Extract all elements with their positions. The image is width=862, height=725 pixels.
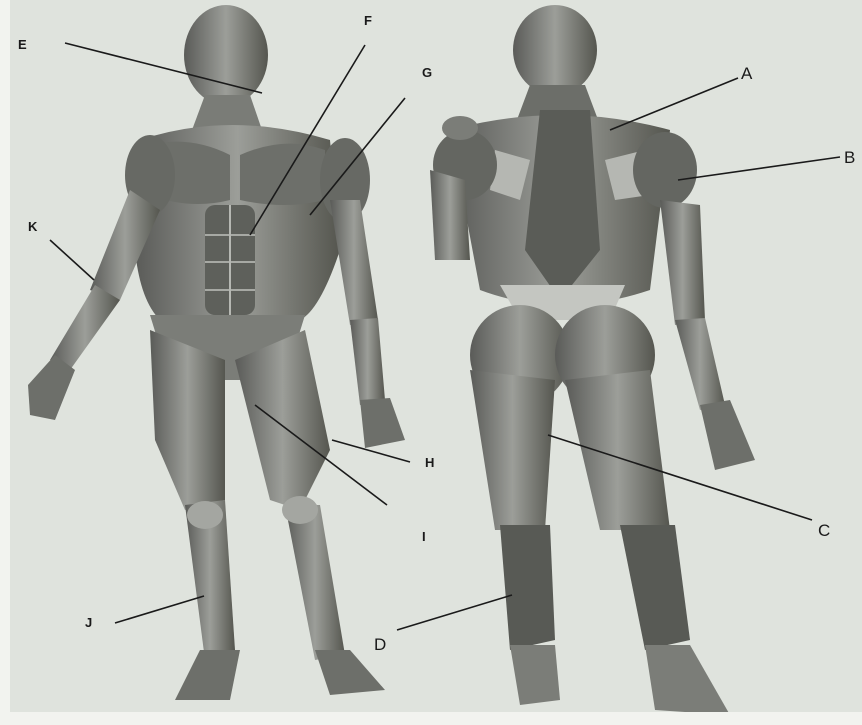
hand-left xyxy=(28,355,75,420)
leader-line-d xyxy=(397,595,512,630)
anterior-neck xyxy=(192,95,262,130)
hand-right xyxy=(360,398,405,448)
leader-line-c xyxy=(548,435,812,520)
anterior-figure xyxy=(28,5,405,700)
posterior-figure xyxy=(430,5,755,715)
paper-margin-bottom xyxy=(0,712,862,725)
posterior-hand-right xyxy=(700,400,755,470)
label-d: D xyxy=(374,636,386,653)
leader-line-a xyxy=(610,78,738,130)
foot-right xyxy=(315,650,385,695)
calf-left xyxy=(500,525,555,650)
posterior-arm-left xyxy=(430,170,470,260)
thigh-right xyxy=(235,330,330,510)
label-b: B xyxy=(844,149,855,166)
posterior-deltoid-right xyxy=(633,132,697,208)
forearm-right xyxy=(350,318,385,405)
posterior-thigh-right xyxy=(565,370,670,530)
arm-upper-right xyxy=(330,200,378,325)
posterior-arm-upper-right xyxy=(660,200,705,325)
label-f: F xyxy=(364,14,372,27)
calf-right xyxy=(620,525,690,650)
leader-line-b xyxy=(678,157,840,180)
pectoral-right xyxy=(240,144,325,205)
posterior-forearm-right xyxy=(675,318,725,410)
leader-line-j xyxy=(115,596,204,623)
label-k: K xyxy=(28,220,37,233)
label-c: C xyxy=(818,522,830,539)
label-h: H xyxy=(425,456,434,469)
posterior-thigh-left xyxy=(470,370,555,530)
anterior-head xyxy=(184,5,268,105)
posterior-head xyxy=(513,5,597,95)
label-e: E xyxy=(18,38,27,51)
thigh-left xyxy=(150,330,225,510)
label-j: J xyxy=(85,616,92,629)
posterior-foot-right xyxy=(645,645,730,715)
label-i: I xyxy=(422,530,426,543)
leader-line-k xyxy=(50,240,94,280)
posterior-foot-left xyxy=(510,645,560,705)
leg-lower-right xyxy=(285,505,345,660)
label-g: G xyxy=(422,66,432,79)
foot-left xyxy=(175,650,240,700)
forearm-left xyxy=(50,285,120,370)
label-a: A xyxy=(741,65,752,82)
